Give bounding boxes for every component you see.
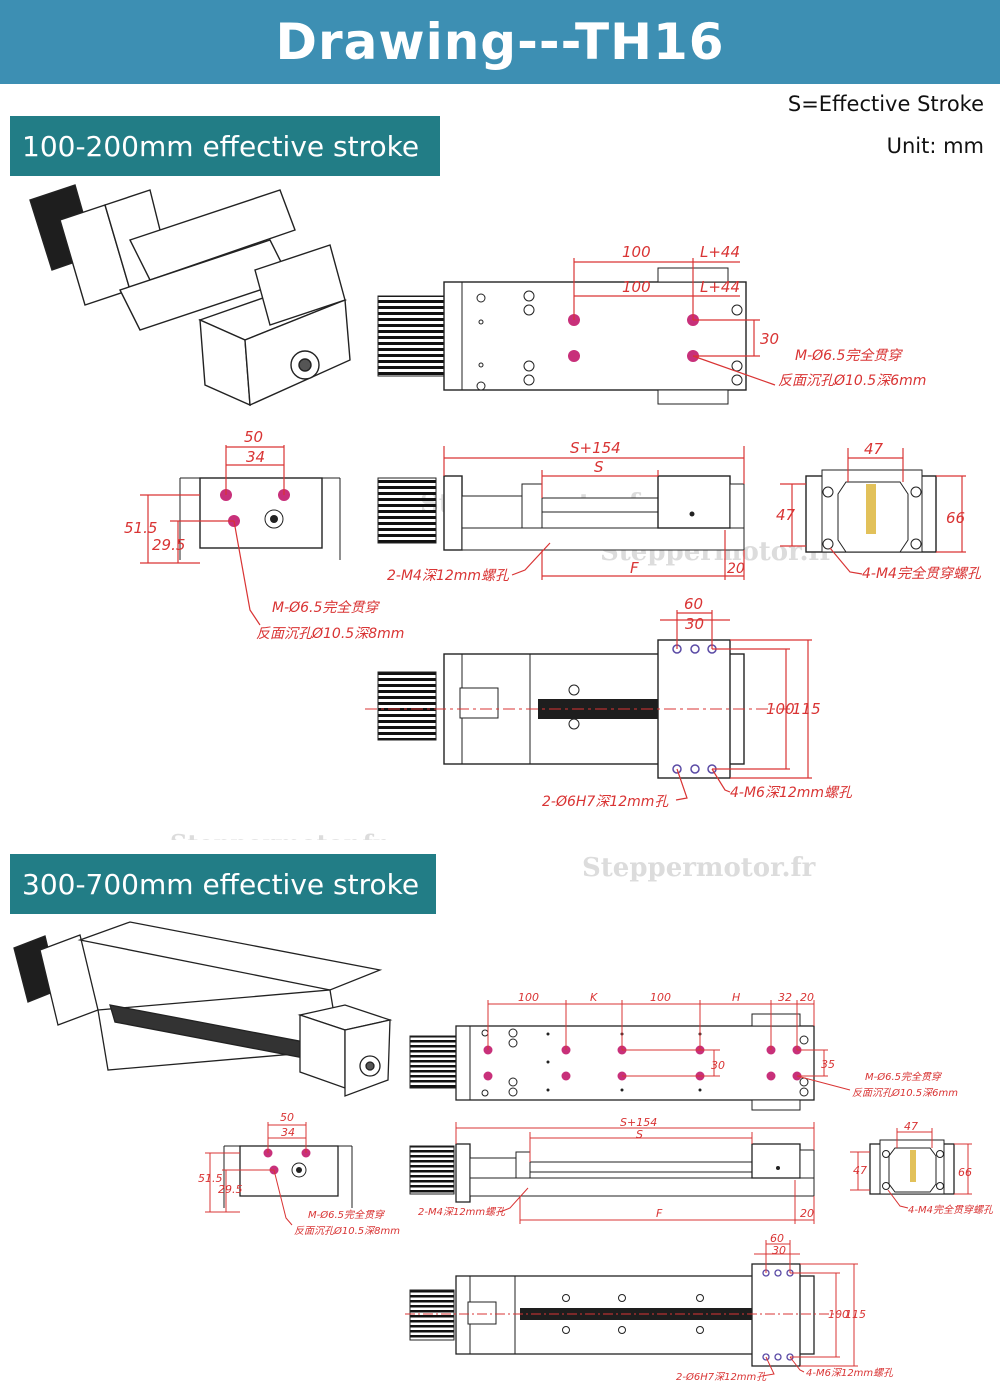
end-view-2: 50 34 51.5 29.5 M-Ø6.5完全贯穿 反面沉孔Ø10.5深8mm — [198, 1111, 400, 1237]
dim-30: 30 — [760, 330, 779, 348]
callout-counterbore: 反面沉孔Ø10.5深6mm — [852, 1087, 958, 1099]
dim-60: 60 — [684, 595, 703, 613]
dim-k: K — [590, 991, 598, 1004]
callout-counterbore: 反面沉孔Ø10.5深6mm — [778, 373, 926, 389]
side-view-1: S+154 S F 20 2-M4深12mm螺孔 — [377, 439, 745, 584]
dim-s-plus-154: S+154 — [620, 1116, 657, 1129]
top-view-1: 100 L+44 100 L+44 30 M-Ø6.5完全贯穿 反面沉孔Ø10.… — [377, 243, 926, 405]
dim-51-5: 51.5 — [198, 1172, 223, 1185]
dim-30: 30 — [685, 615, 704, 633]
dim-100-b: 100 — [622, 278, 651, 296]
section-1-drawing: Steppermotor.fr Steppermotor.fr — [29, 184, 982, 840]
dim-30: 30 — [772, 1244, 786, 1257]
dim-s: S — [636, 1128, 643, 1141]
callout-motor-holes: 4-M4完全贯穿螺孔 — [908, 1204, 994, 1216]
dim-100: 100 — [828, 1308, 849, 1321]
dim-34: 34 — [281, 1126, 295, 1139]
callout-m6-holes: 4-M6深12mm螺孔 — [806, 1367, 894, 1379]
dim-100-a: 100 — [622, 243, 651, 261]
callout-dowel-holes: 2-Ø6H7深12mm孔 — [676, 1371, 767, 1383]
svg-text:Steppermotor.fr: Steppermotor.fr — [582, 853, 816, 883]
dim-s: S — [594, 458, 604, 476]
side-view-2: S+154 S F 20 2-M4深12mm螺孔 — [409, 1116, 815, 1224]
dim-115: 115 — [792, 700, 821, 718]
dim-34: 34 — [246, 448, 265, 466]
svg-text:Steppermotor.fr: Steppermotor.fr — [170, 829, 386, 840]
motor-view-2: 47 47 66 4-M4完全贯穿螺孔 — [850, 1120, 994, 1216]
dim-100-a: 100 — [518, 991, 539, 1004]
dim-20: 20 — [800, 991, 814, 1004]
isometric-view-2 — [13, 921, 393, 1097]
dim-20: 20 — [800, 1207, 814, 1220]
dim-30: 30 — [711, 1059, 725, 1072]
motor-view-1: 47 47 66 4-M4完全贯穿螺孔 — [776, 440, 982, 582]
dim-51-5: 51.5 — [124, 519, 157, 537]
dim-115: 115 — [845, 1308, 866, 1321]
dim-66: 66 — [958, 1166, 972, 1179]
dim-35: 35 — [821, 1058, 835, 1071]
dim-47-top: 47 — [864, 440, 884, 458]
dim-50: 50 — [244, 428, 263, 446]
callout-through-hole: M-Ø6.5完全贯穿 — [272, 600, 380, 616]
callout-counterbore: 反面沉孔Ø10.5深8mm — [294, 1225, 400, 1237]
callout-through-hole: M-Ø6.5完全贯穿 — [865, 1071, 943, 1083]
callout-m6-holes: 4-M6深12mm螺孔 — [730, 785, 853, 801]
dim-f: F — [630, 559, 639, 577]
dim-32: 32 — [778, 991, 792, 1004]
dim-s-plus-154: S+154 — [570, 439, 621, 457]
section-2-title: 300-700mm effective stroke — [10, 854, 436, 914]
section-1-title: 100-200mm effective stroke — [10, 116, 440, 176]
dim-50: 50 — [280, 1111, 294, 1124]
callout-through-hole: M-Ø6.5完全贯穿 — [795, 348, 903, 364]
bottom-view-2: 60 30 100 115 2-Ø6H7深12mm孔 4-M6深12mm螺孔 — [405, 1232, 894, 1383]
dim-47-side: 47 — [853, 1164, 867, 1177]
page-header: Drawing---TH16 — [0, 0, 1000, 84]
callout-counterbore: 反面沉孔Ø10.5深8mm — [256, 626, 404, 642]
dim-66: 66 — [946, 509, 965, 527]
dim-f: F — [656, 1207, 663, 1220]
dim-47-side: 47 — [776, 506, 796, 524]
stroke-definition-note: S=Effective Stroke — [787, 92, 984, 116]
dim-h: H — [732, 991, 740, 1004]
unit-note: Unit: mm — [886, 134, 984, 158]
callout-dowel-holes: 2-Ø6H7深12mm孔 — [542, 794, 669, 810]
top-view-2: 100 K 100 H 32 20 30 35 M-Ø6.5完全贯穿 反面沉孔Ø… — [409, 991, 958, 1111]
bottom-view-1: 60 30 100 115 2-Ø6H7深12mm孔 4-M6深12mm螺孔 — [365, 595, 853, 810]
dim-29-5: 29.5 — [152, 536, 185, 554]
callout-through-hole: M-Ø6.5完全贯穿 — [308, 1209, 386, 1221]
dim-100-b: 100 — [650, 991, 671, 1004]
dim-47-top: 47 — [904, 1120, 918, 1133]
dim-l44-a: L+44 — [700, 243, 740, 261]
page-title: Drawing---TH16 — [275, 13, 725, 71]
section-2-drawing: Steppermotor.fr — [13, 853, 994, 1383]
callout-motor-holes: 4-M4完全贯穿螺孔 — [862, 566, 982, 582]
isometric-view-1 — [29, 184, 351, 407]
dim-100: 100 — [766, 700, 795, 718]
callout-m4-holes: 2-M4深12mm螺孔 — [387, 568, 510, 584]
dim-l44-b: L+44 — [700, 278, 740, 296]
end-view-1: 50 34 51.5 29.5 M-Ø6.5完全贯穿 反面沉孔Ø10.5深8mm — [124, 428, 404, 642]
dim-20: 20 — [727, 561, 745, 577]
dim-60: 60 — [770, 1232, 784, 1245]
callout-m4-holes: 2-M4深12mm螺孔 — [418, 1206, 506, 1218]
dim-29-5: 29.5 — [218, 1183, 243, 1196]
